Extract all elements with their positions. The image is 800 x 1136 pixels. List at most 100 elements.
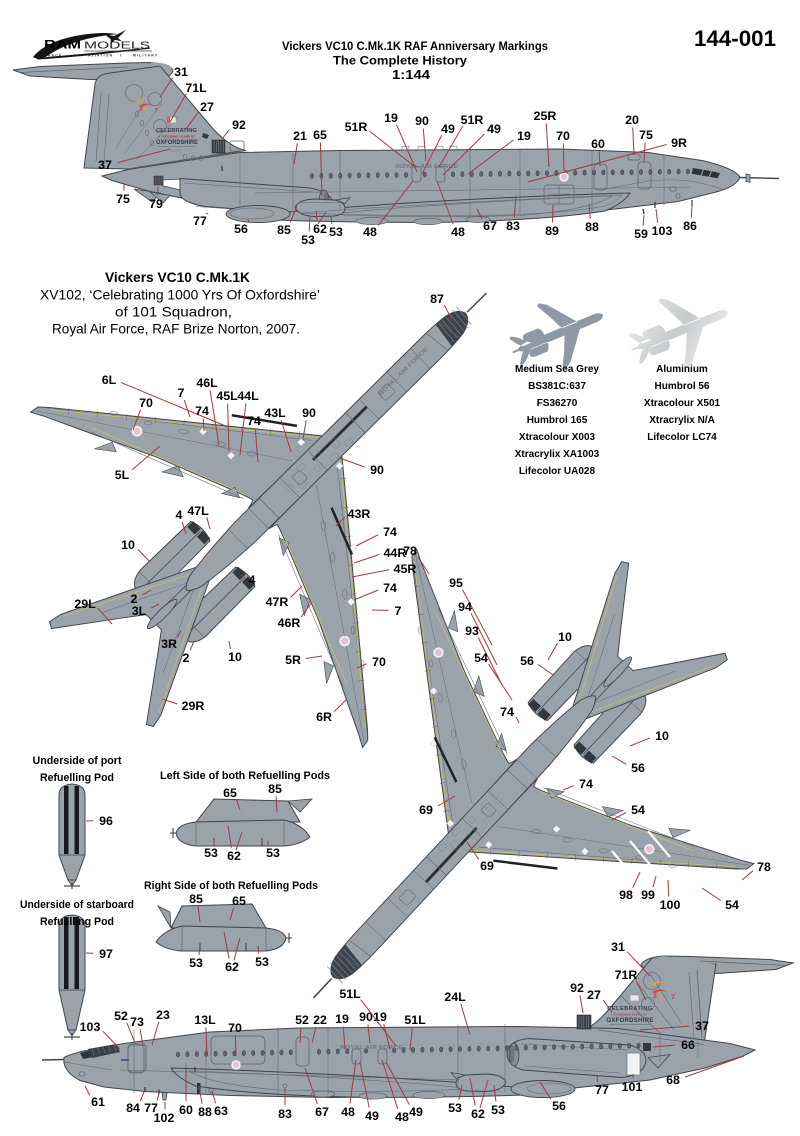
svg-text:46R: 46R	[278, 616, 301, 630]
svg-text:53: 53	[329, 225, 343, 239]
svg-text:7: 7	[671, 994, 675, 1001]
svg-text:FS36270: FS36270	[537, 398, 578, 409]
svg-text:90: 90	[415, 114, 429, 128]
svg-text:71R: 71R	[615, 968, 638, 982]
svg-text:19: 19	[373, 1010, 387, 1024]
svg-text:70: 70	[228, 1021, 242, 1035]
svg-text:7: 7	[395, 604, 402, 618]
svg-text:XV102: XV102	[624, 1027, 637, 1032]
svg-text:71L: 71L	[185, 81, 207, 95]
svg-text:70: 70	[556, 129, 570, 143]
svg-text:10: 10	[655, 729, 669, 743]
svg-text:77: 77	[595, 1083, 609, 1097]
svg-text:60: 60	[591, 137, 605, 151]
svg-text:103: 103	[652, 224, 673, 238]
svg-text:67: 67	[483, 219, 497, 233]
svg-text:48: 48	[341, 1105, 355, 1119]
svg-text:Royal Air Force, RAF Brize Nor: Royal Air Force, RAF Brize Norton, 2007.	[52, 322, 300, 337]
svg-text:78: 78	[403, 544, 417, 558]
svg-text:BS381C:637: BS381C:637	[528, 381, 586, 392]
svg-text:45L: 45L	[216, 389, 238, 403]
svg-text:2: 2	[653, 993, 657, 1000]
svg-text:Lifecolor UA028: Lifecolor UA028	[519, 466, 596, 477]
svg-text:56: 56	[234, 222, 248, 236]
svg-text:XV102: XV102	[170, 148, 183, 153]
svg-text:37: 37	[98, 158, 112, 172]
svg-text:48: 48	[451, 225, 465, 239]
svg-text:31: 31	[611, 940, 625, 954]
svg-text:21: 21	[293, 129, 307, 143]
svg-text:53: 53	[491, 1103, 505, 1117]
svg-text:4: 4	[249, 573, 256, 587]
svg-text:Xtracrylix XA1003: Xtracrylix XA1003	[515, 449, 600, 460]
svg-text:99: 99	[641, 888, 655, 902]
svg-text:75: 75	[116, 192, 130, 206]
svg-text:10: 10	[558, 630, 572, 644]
svg-text:74: 74	[383, 581, 397, 595]
svg-text:2: 2	[183, 651, 190, 665]
svg-text:27: 27	[200, 100, 214, 114]
svg-text:Lifecolor LC74: Lifecolor LC74	[647, 432, 717, 443]
svg-text:45R: 45R	[394, 562, 417, 576]
svg-text:103: 103	[80, 1020, 101, 1034]
svg-text:69: 69	[419, 803, 433, 817]
svg-text:Humbrol 165: Humbrol 165	[527, 415, 588, 426]
svg-text:75: 75	[639, 128, 653, 142]
svg-text:49: 49	[487, 122, 501, 136]
svg-text:65: 65	[232, 894, 246, 908]
svg-text:20: 20	[625, 113, 639, 127]
svg-text:I: I	[74, 54, 75, 58]
svg-text:48: 48	[363, 225, 377, 239]
svg-text:29L: 29L	[74, 597, 96, 611]
svg-text:Vickers VC10 C.Mk.1K RAF Anniv: Vickers VC10 C.Mk.1K RAF Anniversary Mar…	[282, 39, 548, 53]
svg-text:13L: 13L	[194, 1013, 216, 1027]
svg-text:10: 10	[121, 538, 135, 552]
svg-text:Vickers VC10 C.Mk.1K: Vickers VC10 C.Mk.1K	[105, 270, 250, 285]
svg-text:24L: 24L	[444, 990, 466, 1004]
svg-text:47L: 47L	[187, 504, 209, 518]
svg-text:94: 94	[458, 600, 472, 614]
svg-text:4: 4	[176, 508, 183, 522]
svg-text:29R: 29R	[182, 699, 205, 713]
svg-text:OXFORDSHIRE: OXFORDSHIRE	[156, 139, 198, 146]
svg-text:90: 90	[359, 1010, 373, 1024]
svg-text:74: 74	[195, 404, 209, 418]
svg-text:19: 19	[335, 1012, 349, 1026]
svg-text:52: 52	[295, 1013, 309, 1027]
svg-text:90: 90	[370, 463, 384, 477]
svg-text:6L: 6L	[102, 373, 117, 387]
svg-text:97: 97	[99, 947, 113, 961]
svg-text:89: 89	[545, 224, 559, 238]
svg-text:85: 85	[268, 782, 282, 796]
svg-text:69: 69	[480, 859, 494, 873]
svg-text:66: 66	[681, 1038, 695, 1052]
svg-text:43R: 43R	[348, 507, 371, 521]
svg-text:Underside of starboard: Underside of starboard	[20, 899, 134, 911]
svg-text:Left Side of both Refuelling P: Left Side of both Refuelling Pods	[160, 770, 330, 782]
svg-text:54: 54	[474, 651, 488, 665]
svg-text:83: 83	[278, 1107, 292, 1121]
svg-text:7: 7	[154, 108, 157, 114]
svg-text:2: 2	[139, 107, 142, 113]
svg-text:43L: 43L	[264, 406, 286, 420]
svg-text:101: 101	[622, 1080, 643, 1094]
svg-text:88: 88	[585, 220, 599, 234]
svg-text:A THOUSAND YEARS OF: A THOUSAND YEARS OF	[158, 135, 195, 139]
svg-text:0: 0	[144, 108, 147, 114]
svg-text:19: 19	[517, 129, 531, 143]
svg-text:46L: 46L	[196, 376, 218, 390]
svg-text:10: 10	[228, 650, 242, 664]
svg-text:A THOUSAND YEARS OF: A THOUSAND YEARS OF	[611, 1013, 648, 1017]
svg-text:144-001: 144-001	[694, 26, 776, 51]
svg-text:62: 62	[225, 960, 239, 974]
svg-text:52: 52	[114, 1009, 128, 1023]
svg-text:44L: 44L	[237, 389, 259, 403]
svg-text:65: 65	[223, 786, 237, 800]
svg-text:Xtracolour X003: Xtracolour X003	[519, 432, 596, 443]
svg-text:49: 49	[441, 122, 455, 136]
svg-text:CELEBRATING: CELEBRATING	[607, 1006, 652, 1012]
svg-text:53: 53	[255, 955, 269, 969]
svg-text:37: 37	[695, 1019, 709, 1033]
svg-text:56: 56	[552, 1099, 566, 1113]
svg-text:AVIATION: AVIATION	[88, 54, 113, 58]
